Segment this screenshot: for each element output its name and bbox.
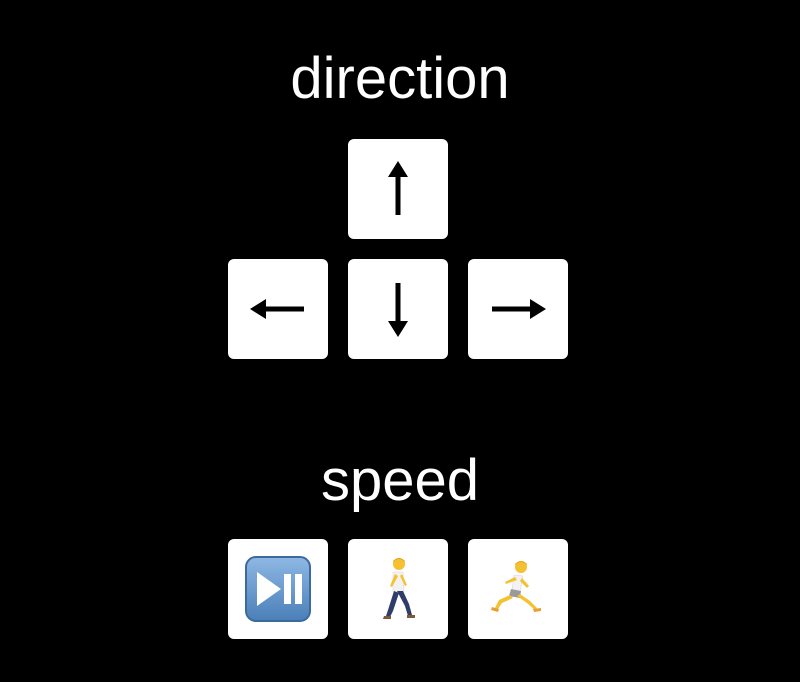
right-arrow-key[interactable] (468, 259, 568, 359)
left-arrow-key[interactable] (228, 259, 328, 359)
arrow-up-icon (388, 161, 408, 215)
play-pause-key[interactable] (228, 539, 328, 639)
arrow-left-icon (250, 299, 304, 319)
down-arrow-key[interactable] (348, 259, 448, 359)
walk-key[interactable] (348, 539, 448, 639)
play-pause-icon (245, 556, 311, 622)
run-key[interactable] (468, 539, 568, 639)
arrow-down-icon (388, 283, 408, 337)
direction-heading: direction (290, 46, 510, 111)
arrow-right-icon (492, 299, 546, 319)
person-running-icon (491, 561, 541, 612)
speed-heading: speed (320, 448, 480, 513)
up-arrow-key[interactable] (348, 139, 448, 239)
person-walking-icon (383, 558, 415, 619)
